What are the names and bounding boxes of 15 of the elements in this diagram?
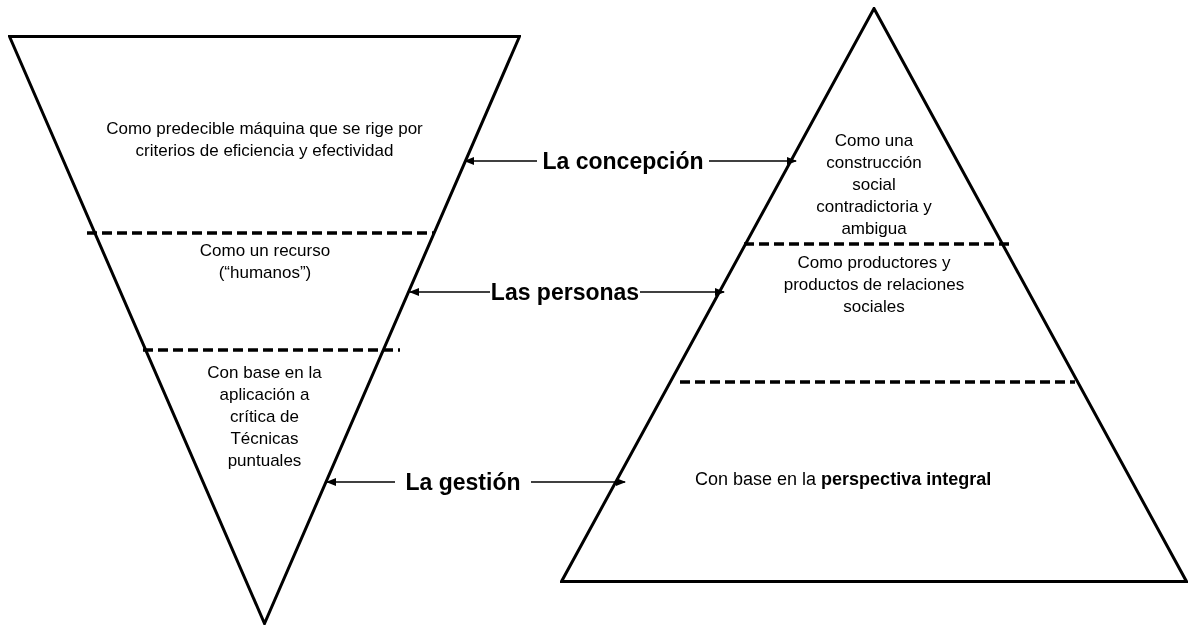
section-text: Como productores y productos de relaciones sociales: [724, 252, 1024, 352]
section-text: Con base en la perspectiva integral: [625, 400, 1123, 560]
section-text: Como un recurso (“humanos”): [120, 240, 410, 340]
arrow: [708, 157, 797, 165]
arrow: [639, 288, 725, 296]
section-text: Como predecible máquina que se rige por criterios de eficiencia y efectividad: [64, 70, 465, 210]
category-label: La gestión: [405, 467, 521, 497]
section-text: Como una construcción social contradictoria y ambigua: [796, 60, 952, 240]
arrow: [464, 157, 538, 165]
arrow: [326, 478, 396, 486]
category-label: La concepción: [542, 146, 704, 176]
category-label: Las personas: [490, 277, 640, 307]
arrow: [409, 288, 491, 296]
section-text: Con base en la aplicación a crítica de Técnicas puntuales: [202, 362, 327, 522]
arrow: [530, 478, 626, 486]
